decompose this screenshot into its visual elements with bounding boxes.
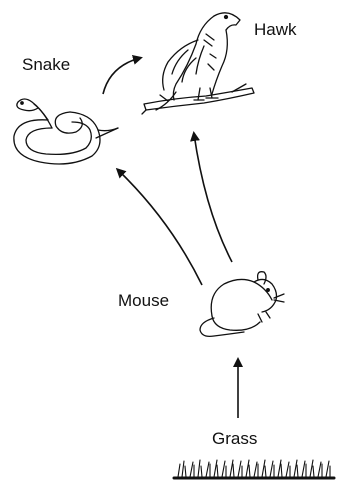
snake-icon	[14, 99, 118, 164]
mouse-icon	[200, 272, 284, 337]
hawk-icon	[142, 13, 254, 114]
snake-label: Snake	[22, 56, 70, 73]
grass-icon	[174, 460, 334, 478]
arrow-snake-to-hawk	[103, 58, 140, 94]
mouse-label: Mouse	[118, 292, 169, 309]
grass-label: Grass	[212, 430, 257, 447]
arrow-mouse-to-snake	[118, 170, 202, 285]
arrow-mouse-to-hawk	[194, 134, 232, 262]
hawk-label: Hawk	[254, 21, 297, 38]
